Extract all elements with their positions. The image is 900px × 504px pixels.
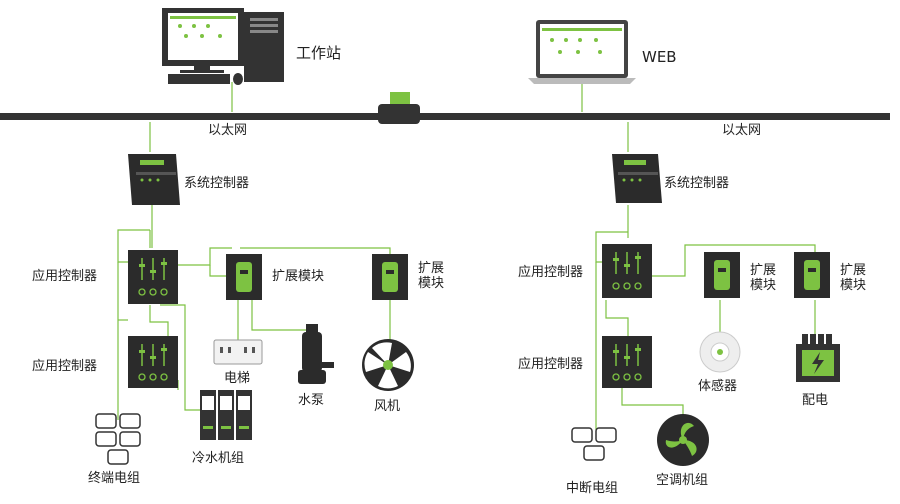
expansion-module-1-label: 扩展模块 — [272, 269, 325, 284]
fan-label: 风机 — [374, 399, 401, 414]
expansion-module-3-label: 扩展模块 — [750, 263, 777, 293]
body-sensor-icon — [699, 331, 741, 373]
system-controller-left-label: 系统控制器 — [184, 176, 250, 191]
expansion-module-2-label: 扩展模块 — [418, 261, 445, 291]
ethernet-bus — [0, 113, 890, 120]
interrupt-unit-label: 中断电组 — [566, 481, 619, 496]
network-switch-icon — [378, 92, 420, 124]
expansion-module-1-icon — [226, 254, 262, 300]
workstation-computer-icon — [162, 8, 284, 85]
elevator-socket-icon — [213, 339, 263, 365]
app-controller-2-icon — [128, 336, 178, 388]
terminal-unit-icon — [95, 413, 141, 465]
system-controller-right-icon — [612, 154, 662, 203]
ethernet-right-label: 以太网 — [722, 123, 762, 138]
system-controller-right-label: 系统控制器 — [664, 176, 730, 191]
app-controller-4-label: 应用控制器 — [518, 357, 584, 372]
power-distribution-icon — [796, 334, 840, 382]
power-label: 配电 — [802, 393, 829, 408]
chiller-label: 冷水机组 — [192, 451, 245, 466]
pump-label: 水泵 — [298, 393, 325, 408]
workstation-label: 工作站 — [296, 44, 342, 62]
web-label: WEB — [642, 48, 677, 66]
water-pump-icon — [298, 324, 334, 384]
terminal-unit-label: 终端电组 — [88, 471, 141, 486]
fan-icon — [362, 339, 414, 391]
app-controller-2-label: 应用控制器 — [32, 359, 98, 374]
expansion-module-2-icon — [372, 254, 408, 300]
ac-unit-label: 空调机组 — [656, 473, 709, 488]
sensor-label: 体感器 — [698, 379, 738, 394]
ac-unit-icon — [657, 414, 709, 466]
chiller-icon — [200, 390, 252, 440]
app-controller-3-label: 应用控制器 — [518, 265, 584, 280]
interrupt-unit-icon — [571, 427, 617, 461]
elevator-label: 电梯 — [224, 371, 251, 386]
ethernet-left-label: 以太网 — [208, 123, 248, 138]
expansion-module-4-icon — [794, 252, 830, 298]
system-controller-left-icon — [128, 154, 180, 205]
app-controller-4-icon — [602, 336, 652, 388]
expansion-module-4-label: 扩展模块 — [840, 263, 867, 293]
app-controller-1-icon — [128, 250, 178, 304]
web-laptop-icon — [528, 20, 636, 84]
expansion-module-3-icon — [704, 252, 740, 298]
app-controller-3-icon — [602, 244, 652, 298]
app-controller-1-label: 应用控制器 — [32, 269, 98, 284]
